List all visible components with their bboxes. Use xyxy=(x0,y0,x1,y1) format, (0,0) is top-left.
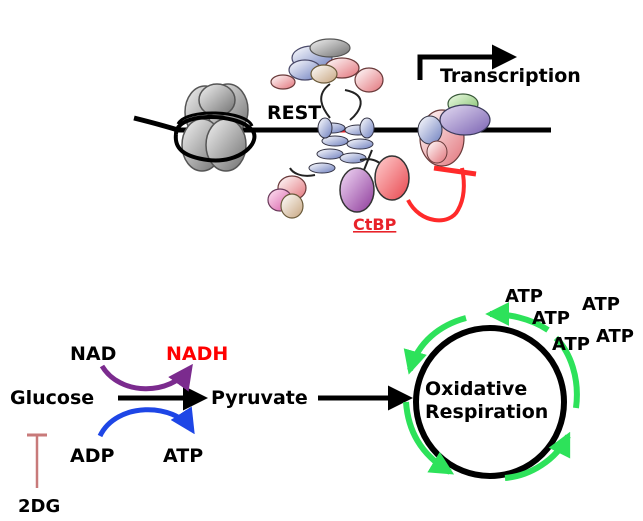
ctbp-inhibition-arrow xyxy=(406,167,466,223)
cofactor-cluster-left xyxy=(267,175,307,219)
transcription-arrow xyxy=(417,44,517,80)
atp-label-3: ATP xyxy=(532,308,570,329)
atp-glycolysis-label: ATP xyxy=(163,445,203,467)
pyruvate-label: Pyruvate xyxy=(211,387,308,409)
ctbp-label: CtBP xyxy=(353,215,397,234)
corepressor-cluster xyxy=(270,38,384,121)
glucose-label: Glucose xyxy=(10,387,94,409)
nadh-label: NADH xyxy=(166,343,228,365)
adp-label: ADP xyxy=(70,445,114,467)
ctbp-protein xyxy=(339,149,410,213)
promoter-complex xyxy=(417,93,491,167)
respiration-cycle: Oxidative Respiration xyxy=(403,302,580,481)
rest-protein xyxy=(289,117,385,177)
atp-label-4: ATP xyxy=(596,326,634,347)
nucleosome xyxy=(173,83,257,172)
nad-label: NAD xyxy=(70,343,116,365)
oxidative-label: Oxidative xyxy=(425,378,527,400)
atp-label-2: ATP xyxy=(582,294,620,315)
rest-label: REST xyxy=(267,102,321,124)
metabolism-panel: NAD NADH Glucose Pyruvate ADP ATP 2DG Ox… xyxy=(10,286,634,517)
atp-label-5: ATP xyxy=(552,334,590,355)
adp-to-atp-arrow xyxy=(97,406,195,438)
transcription-label: Transcription xyxy=(440,65,581,87)
atp-label-1: ATP xyxy=(505,286,543,307)
2dg-label: 2DG xyxy=(18,496,60,517)
respiration-label: Respiration xyxy=(425,401,548,423)
ctbp-inhibition-bar xyxy=(433,165,477,177)
rest-repression-panel: Transcription REST xyxy=(133,38,581,234)
nad-to-nadh-arrow xyxy=(99,363,193,392)
